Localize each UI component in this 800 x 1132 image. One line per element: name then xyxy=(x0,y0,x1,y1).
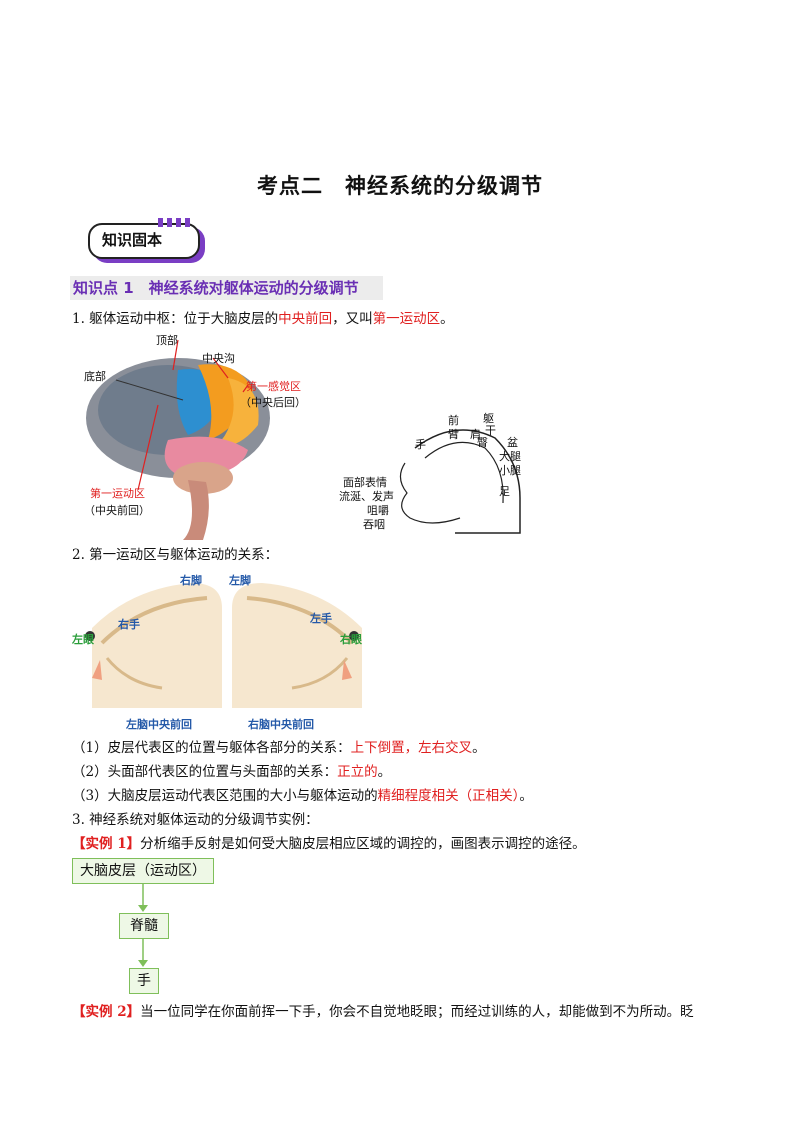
label-right-hand: 右手 xyxy=(118,618,140,631)
binder-rings-icon xyxy=(158,218,190,227)
label-sensory: 第一感觉区 xyxy=(246,380,301,393)
item-3-highlight: 精细程度相关（正相关） xyxy=(377,788,520,804)
item-2-end: 。 xyxy=(377,764,392,780)
p1-end: 。 xyxy=(440,311,454,327)
hl-3: 躯 xyxy=(483,412,494,425)
caption-right-brain: 右脑中央前回 xyxy=(248,718,314,731)
arrow-down-icon xyxy=(138,938,148,967)
hl-7: 盆 xyxy=(507,436,518,449)
label-central-sulcus: 中央沟 xyxy=(202,352,235,365)
label-right-eye: 右眼 xyxy=(340,633,362,646)
p1-highlight-1: 中央前回 xyxy=(278,311,333,327)
knowledge-point-heading: 知识点 1 神经系统对躯体运动的分级调节 xyxy=(70,276,383,300)
label-sensory-sub: （中央后回） xyxy=(240,396,306,409)
item-2-text: （2）头面部代表区的位置与头面部的关系： xyxy=(72,764,338,780)
label-base: 底部 xyxy=(84,370,106,383)
hl-face: 面部表情 xyxy=(343,476,387,489)
homunculus-diagram: 前 臂 躯 干 肩 臀 盆 大腿 小腿 足 手 面部表情 流涎、发声 咀嚼 吞咽 xyxy=(335,408,545,536)
hl-chew: 咀嚼 xyxy=(367,504,389,517)
hl-6: 臀 xyxy=(477,436,488,449)
item-3-end: 。 xyxy=(519,788,533,804)
item-1-text: （1）皮层代表区的位置与躯体各部分的关系： xyxy=(72,740,351,756)
p1-text-mid: ，又叫 xyxy=(332,311,373,327)
item-1: （1）皮层代表区的位置与躯体各部分的关系：上下倒置，左右交叉。 xyxy=(72,738,486,758)
p1-highlight-2: 第一运动区 xyxy=(372,311,441,327)
homunculus-sketch xyxy=(399,429,521,534)
page-title: 考点二 神经系统的分级调节 xyxy=(257,174,543,198)
label-motor: 第一运动区 xyxy=(90,487,145,500)
hl-drool: 流涎、发声 xyxy=(339,490,394,503)
paragraph-2: 2. 第一运动区与躯体运动的关系： xyxy=(72,547,279,563)
hl-11: 手 xyxy=(415,438,426,451)
label-left-foot: 左脚 xyxy=(229,574,251,587)
hl-9: 小腿 xyxy=(499,464,521,477)
flow-node-cortex: 大脑皮层（运动区） xyxy=(72,858,214,884)
motor-cortex-diagram: 右脚 左脚 右手 左手 左眼 右眼 左脑中央前回 右脑中央前回 xyxy=(72,568,372,736)
example-2-tag: 【实例 2】 xyxy=(72,1004,141,1020)
hl-4: 干 xyxy=(485,424,496,437)
flow-diagram: 大脑皮层（运动区） 脊髓 手 xyxy=(72,858,232,998)
example-1-tag: 【实例 1】 xyxy=(72,836,141,852)
item-2-highlight: 正立的 xyxy=(337,764,378,780)
item-2: （2）头面部代表区的位置与头面部的关系：正立的。 xyxy=(72,762,391,782)
label-right-foot: 右脚 xyxy=(180,574,202,587)
hl-8: 大腿 xyxy=(499,450,521,463)
hl-swallow: 吞咽 xyxy=(363,518,385,531)
item-3-text: （3）大脑皮层运动代表区范围的大小与躯体运动的 xyxy=(72,788,378,804)
label-top: 顶部 xyxy=(156,334,178,347)
paragraph-1: 1. 躯体运动中枢：位于大脑皮层的中央前回，又叫第一运动区。 xyxy=(72,309,454,329)
example-2-text: 当一位同学在你面前挥一下手，你会不自觉地眨眼；而经过训练的人，却能做到不为所动。… xyxy=(140,1004,694,1020)
example-1: 【实例 1】分析缩手反射是如何受大脑皮层相应区域的调控的，画图表示调控的途径。 xyxy=(72,834,586,854)
hl-5: 肩 xyxy=(470,428,481,441)
flow-node-hand: 手 xyxy=(129,968,159,994)
brain-image xyxy=(86,339,270,540)
brain-illustration: 顶部 中央沟 底部 第一感觉区 （中央后回） 第一运动区 （中央前回） xyxy=(78,330,338,545)
hl-10: 足 xyxy=(499,485,510,498)
cortex-sections xyxy=(85,583,362,708)
badge-label: 知识固本 xyxy=(102,231,163,249)
section-badge: 知识固本 xyxy=(88,218,206,259)
hl-2: 臂 xyxy=(448,428,459,441)
label-left-eye: 左眼 xyxy=(72,633,94,646)
badge-frame xyxy=(88,223,200,259)
label-motor-sub: （中央前回） xyxy=(84,504,150,517)
p1-text: 1. 躯体运动中枢：位于大脑皮层的 xyxy=(72,311,279,327)
label-left-hand: 左手 xyxy=(310,612,332,625)
example-2: 【实例 2】当一位同学在你面前挥一下手，你会不自觉地眨眼；而经过训练的人，却能做… xyxy=(72,1002,694,1022)
item-1-end: 。 xyxy=(472,740,486,756)
item-1-highlight: 上下倒置，左右交叉 xyxy=(350,740,473,756)
arrow-down-icon xyxy=(138,883,148,912)
item-3: （3）大脑皮层运动代表区范围的大小与躯体运动的精细程度相关（正相关）。 xyxy=(72,786,533,806)
flow-node-spinal-cord: 脊髓 xyxy=(119,913,169,939)
hl-1: 前 xyxy=(448,414,459,427)
paragraph-3: 3. 神经系统对躯体运动的分级调节实例： xyxy=(72,812,319,828)
caption-left-brain: 左脑中央前回 xyxy=(126,718,192,731)
example-1-text: 分析缩手反射是如何受大脑皮层相应区域的调控的，画图表示调控的途径。 xyxy=(140,836,586,852)
